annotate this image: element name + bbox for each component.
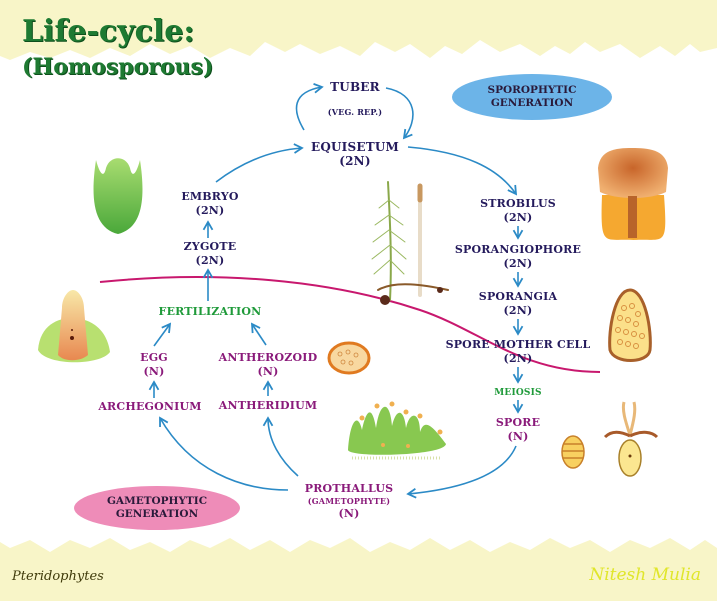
node-sporangiophore-name: SPORANGIOPHORE [454,243,582,256]
node-fertilization-name: FERTILIZATION [158,305,262,318]
node-tuber-name: TUBER [330,80,380,94]
arrow-prothallus-to-antheridium [262,416,299,477]
arrow-spore-to-prothallus [406,445,517,499]
node-antheridium: ANTHERIDIUM [219,399,318,413]
node-prothallus-name: PROTHALLUS [304,482,394,495]
node-egg: EGG (N) [140,351,168,379]
node-prothallus-ploidy: (N) [338,507,360,520]
page-subtitle: (Homosporous) [22,54,214,80]
arrow-equisetum-to-strobilus [407,146,518,196]
antheridium-illustration [327,341,371,375]
arrow-equisetum-to-tuber [295,83,324,131]
node-meiosis-name: MEIOSIS [494,388,542,398]
arrow-egg-to-fertilization [153,322,172,347]
node-zygote-ploidy: (2N) [195,254,225,267]
equisetum-plant-illustration [371,181,449,305]
node-zygote: ZYGOTE (2N) [184,240,237,268]
node-sporangia-name: SPORANGIA [478,290,558,303]
node-antherozoid-ploidy: (N) [257,365,279,378]
generation-divider [99,276,601,373]
sporophytic-generation-label: SPOROPHYTIC GENERATION [487,84,577,109]
node-tuber: TUBER [330,80,380,94]
bottom-band [0,538,717,601]
gametophytic-generation-badge: GAMETOPHYTIC GENERATION [74,486,240,530]
node-sporangia-ploidy: (2N) [503,304,533,317]
node-equisetum-name: EQUISETUM [311,140,399,154]
node-egg-ploidy: (N) [143,365,165,378]
node-archegonium: ARCHEGONIUM [98,400,201,414]
node-antherozoid: ANTHEROZOID (N) [219,351,318,379]
strobilus-illustration [598,148,668,240]
node-embryo-ploidy: (2N) [195,204,225,217]
prothallus-illustration [348,401,446,460]
node-strobilus: STROBILUS (2N) [480,197,556,225]
node-spore-name: SPORE [495,416,541,429]
node-veg-rep: (VEG. REP.) [328,107,382,118]
node-spore: SPORE (N) [496,416,540,444]
page-title: Life-cycle: [22,14,195,49]
node-spore-ploidy: (N) [507,430,529,443]
node-antheridium-name: ANTHERIDIUM [218,399,318,412]
footer-author: Nitesh Mulia [589,565,701,585]
spore-coiled-illustration [561,435,585,469]
node-prothallus: PROTHALLUS (GAMETOPHYTE) (N) [305,482,394,521]
node-prothallus-sub: (GAMETOPHYTE) [307,496,391,506]
node-spore-mother-cell-name: SPORE MOTHER CELL [445,338,591,351]
node-antherozoid-name: ANTHEROZOID [218,351,318,364]
arrow-embryo-to-equisetum [215,143,304,183]
node-strobilus-ploidy: (2N) [503,211,533,224]
node-spore-mother-cell: SPORE MOTHER CELL (2N) [446,338,591,366]
sporangium-illustration [608,288,652,362]
node-zygote-name: ZYGOTE [183,240,237,253]
archegonium-illustration [38,290,110,363]
node-equisetum-ploidy: (2N) [339,154,371,168]
arrow-antherozoid-to-fertilization [250,322,267,346]
node-strobilus-name: STROBILUS [480,197,556,210]
node-sporangia: SPORANGIA (2N) [479,290,557,318]
node-egg-name: EGG [140,351,168,364]
node-archegonium-name: ARCHEGONIUM [98,400,202,413]
node-spore-mother-cell-ploidy: (2N) [503,352,533,365]
embryo-illustration [93,158,143,234]
arrow-prothallus-to-archegonium [159,416,289,491]
sporophytic-generation-badge: SPOROPHYTIC GENERATION [452,74,612,120]
gametophytic-generation-label: GAMETOPHYTIC GENERATION [106,495,208,520]
footer-subject: Pteridophytes [12,569,104,584]
node-embryo: EMBRYO (2N) [181,190,238,218]
node-veg-rep-name: (VEG. REP.) [327,107,383,117]
arrow-tuber-to-equisetum [385,87,414,140]
node-sporangiophore: SPORANGIOPHORE (2N) [455,243,581,271]
node-fertilization: FERTILIZATION [159,305,262,319]
node-embryo-name: EMBRYO [181,190,239,203]
node-sporangiophore-ploidy: (2N) [503,257,533,270]
node-meiosis: MEIOSIS [494,388,541,399]
top-band [0,0,717,60]
spore-elaters-illustration [603,401,659,477]
node-equisetum: EQUISETUM (2N) [311,140,399,168]
